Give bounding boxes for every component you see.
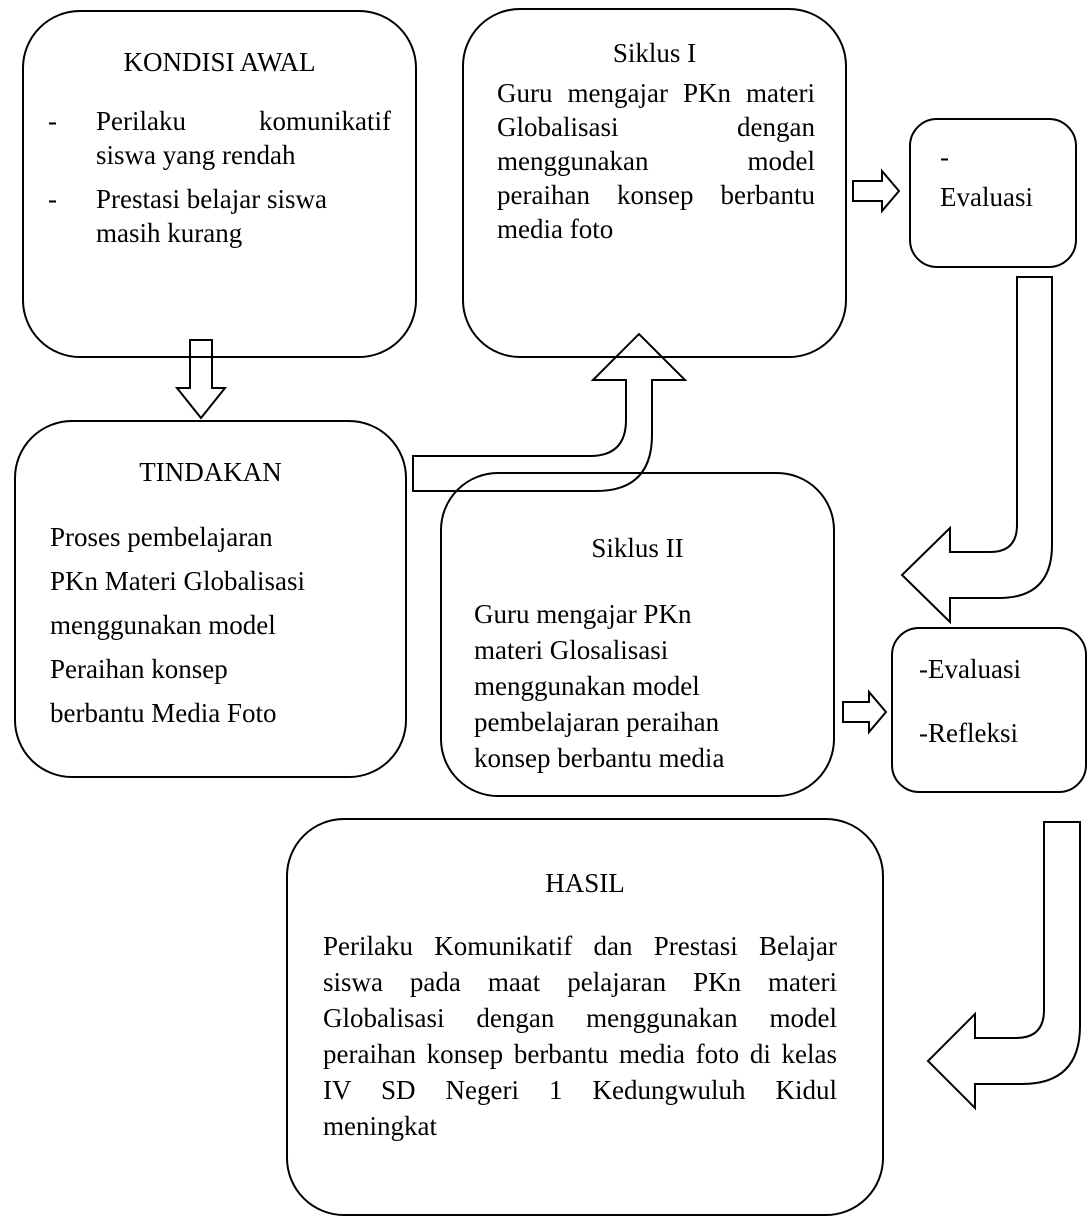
kondisi-awal-item-1-text: Perilaku komunikatif siswa yang rendah — [96, 106, 391, 170]
right-arrow-icon-2 — [842, 689, 888, 735]
curved-left-arrow-icon-1 — [900, 276, 1053, 625]
hasil-body: Perilaku Komunikatif dan Prestasi Belaja… — [323, 931, 837, 1141]
tindakan-line-4: Peraihan konsep — [50, 654, 228, 684]
tindakan-line-1: Proses pembelajaran — [50, 522, 273, 552]
evaluasi-1-label: Evaluasi — [940, 182, 1033, 212]
kondisi-awal-item-1-bullet: - — [48, 106, 57, 136]
kondisi-awal-item-2-bullet: - — [48, 184, 57, 214]
evaluasi-1-dash: - — [940, 142, 949, 172]
siklus-1-title: Siklus I — [612, 38, 697, 68]
tindakan-title: TINDAKAN — [139, 457, 282, 487]
evaluasi-2-line-1: -Evaluasi — [919, 654, 1021, 684]
tindakan-line-5: berbantu Media Foto — [50, 698, 277, 728]
siklus-1-body: Guru mengajar PKn materi Globalisasi den… — [497, 78, 815, 244]
evaluasi-2-box — [891, 627, 1087, 793]
siklus-2-line-3: menggunakan model — [474, 671, 700, 701]
tindakan-box — [14, 420, 407, 778]
curved-up-arrow-icon — [412, 332, 688, 492]
siklus-2-line-1: Guru mengajar PKn — [474, 599, 692, 629]
down-arrow-icon — [174, 339, 228, 420]
siklus-1-box — [462, 8, 847, 358]
siklus-2-line-5: konsep berbantu media — [474, 743, 725, 773]
siklus-2-box — [440, 472, 835, 797]
tindakan-line-3: menggunakan model — [50, 610, 276, 640]
evaluasi-1-box — [909, 118, 1077, 268]
siklus-2-line-2: materi Glosalisasi — [474, 635, 669, 665]
siklus-2-title: Siklus II — [591, 533, 684, 563]
kondisi-awal-box — [22, 10, 417, 358]
kondisi-awal-item-2-text: Prestasi belajar siswa masih kurang — [96, 184, 327, 248]
tindakan-line-2: PKn Materi Globalisasi — [50, 566, 305, 596]
hasil-box — [286, 818, 884, 1216]
siklus-2-line-4: pembelajaran peraihan — [474, 707, 720, 737]
evaluasi-2-line-2: -Refleksi — [919, 718, 1018, 748]
kondisi-awal-title: KONDISI AWAL — [123, 47, 316, 77]
hasil-title: HASIL — [545, 868, 625, 898]
curved-left-arrow-icon-2 — [926, 821, 1081, 1111]
right-arrow-icon-1 — [852, 168, 901, 214]
